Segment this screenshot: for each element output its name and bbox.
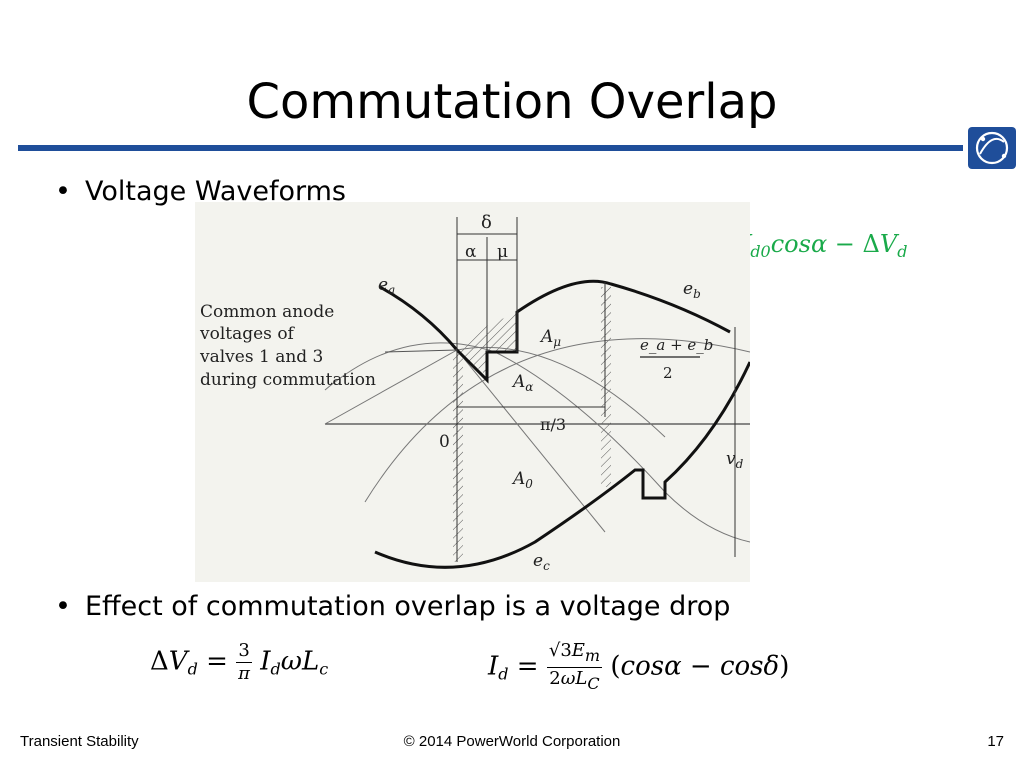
label-ea: ea — [378, 275, 395, 297]
diagram-background — [195, 202, 750, 582]
page-number: 17 — [987, 733, 1004, 750]
hatched-strip-left — [453, 352, 463, 562]
label-a-mu: Aμ — [539, 327, 561, 349]
bullet-dot: • — [55, 591, 71, 622]
label-vd: vd — [726, 449, 744, 471]
half-sum-curve — [456, 346, 666, 438]
output-voltage-lower — [374, 361, 750, 569]
label-a-zero: A0 — [511, 469, 533, 491]
caption-line-4: during commutation — [200, 370, 376, 390]
label-pi-over-3: π/3 — [540, 415, 566, 434]
powerworld-logo-icon — [968, 127, 1016, 169]
caption-line-2: voltages of — [199, 324, 296, 344]
bullet-voltage-drop: • Effect of commutation overlap is a volt… — [55, 590, 730, 624]
caption-line-3: valves 1 and 3 — [199, 347, 323, 367]
label-alpha: α — [465, 242, 477, 262]
label-a-alpha: Aα — [511, 372, 533, 394]
footer-left: Transient Stability — [20, 733, 139, 750]
thin-curve-1 — [324, 342, 750, 543]
label-delta: δ — [481, 212, 492, 233]
bullet-voltage-waveforms: • Voltage Waveforms — [55, 175, 346, 209]
caption-leader — [384, 349, 458, 353]
label-half-sum-denominator: 2 — [663, 364, 673, 382]
label-zero: 0 — [439, 432, 450, 452]
bullet-text: Effect of commutation overlap is a volta… — [85, 591, 731, 622]
label-ec: ec — [533, 551, 550, 573]
hatched-strip-right — [601, 287, 611, 487]
thin-curve-3 — [364, 338, 750, 503]
label-eb: eb — [683, 279, 701, 301]
bullet-dot: • — [55, 176, 71, 207]
footer-center: © 2014 PowerWorld Corporation — [403, 733, 621, 750]
label-half-sum-numerator: e_a + e_b — [640, 336, 713, 354]
title-divider — [18, 145, 963, 151]
commutation-waveform-diagram: Common anode voltages of valves 1 and 3 … — [195, 202, 750, 582]
slide-title: Commutation Overlap — [246, 74, 778, 130]
caption-line-1: Common anode — [200, 302, 334, 322]
output-voltage-upper — [379, 279, 731, 384]
label-mu: μ — [497, 242, 508, 262]
bullet-text: Voltage Waveforms — [85, 176, 346, 207]
